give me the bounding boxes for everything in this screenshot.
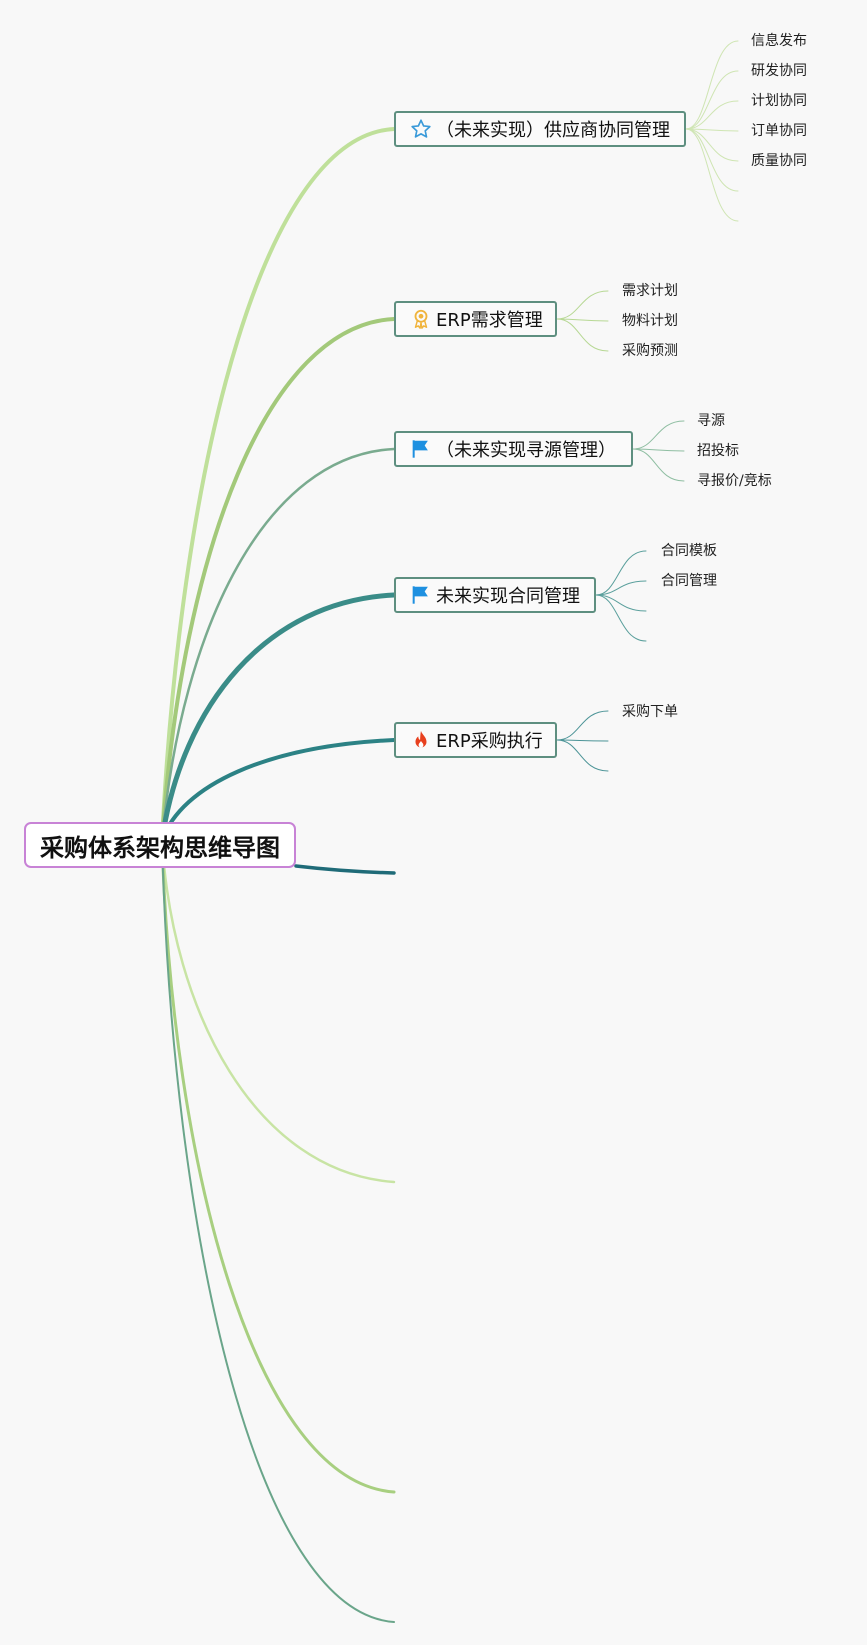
leaf-connector [685, 100, 739, 130]
branch-connector [160, 317, 396, 842]
leaf-connector [595, 594, 647, 612]
branch-connector [160, 838, 396, 1494]
leaf-item[interactable]: 招投标 [697, 443, 739, 459]
leaf-connector [632, 448, 685, 452]
flag-icon [410, 438, 432, 460]
leaf-connector [556, 710, 609, 741]
fire-icon [410, 729, 432, 751]
leaf-item[interactable]: 合同模板 [661, 543, 717, 559]
branch-label: （未来实现）供应商协同管理 [436, 120, 670, 141]
branch-connector [161, 839, 395, 1623]
leaf-item[interactable]: 研发协同 [751, 63, 807, 79]
leaf-connector [685, 40, 739, 130]
root-node[interactable]: 采购体系架构思维导图 [24, 822, 296, 868]
leaf-connector [685, 128, 739, 222]
branch-label: 未来实现合同管理 [436, 586, 580, 607]
leaf-item[interactable]: 采购下单 [622, 704, 678, 720]
leaf-item[interactable]: 订单协同 [751, 123, 807, 139]
leaf-connector [595, 594, 647, 642]
leaf-item[interactable]: 信息发布 [751, 33, 807, 49]
leaf-connector [685, 128, 739, 192]
award-icon [410, 308, 432, 330]
branch-sourcing[interactable]: （未来实现寻源管理） [394, 431, 633, 467]
leaf-item[interactable]: 物料计划 [622, 313, 678, 329]
branch-erp-purchase-execution[interactable]: ERP采购执行 [394, 722, 557, 758]
flag-icon [410, 584, 432, 606]
leaf-connector [556, 739, 609, 742]
branch-connector [160, 447, 396, 842]
leaf-item[interactable]: 寻报价/竞标 [697, 473, 772, 489]
branch-erp-demand[interactable]: ERP需求管理 [394, 301, 557, 337]
branch-connector [294, 864, 396, 875]
branch-connector [160, 127, 396, 842]
branch-connector [160, 738, 396, 842]
leaf-connector [632, 448, 685, 482]
root-label: 采购体系架构思维导图 [40, 833, 280, 862]
leaf-item[interactable]: 需求计划 [622, 283, 678, 299]
leaf-connector [556, 318, 609, 322]
leaf-connector [556, 290, 609, 320]
leaf-connector [556, 739, 609, 772]
branch-contract[interactable]: 未来实现合同管理 [394, 577, 596, 613]
leaf-item[interactable]: 质量协同 [751, 153, 807, 169]
branch-connector [159, 592, 397, 843]
leaf-connector [595, 550, 647, 596]
leaf-connector [556, 318, 609, 352]
branch-connector [160, 838, 396, 1184]
branch-label: ERP采购执行 [436, 731, 543, 752]
star-icon [410, 118, 432, 140]
leaf-connector [685, 128, 739, 162]
leaf-item[interactable]: 采购预测 [622, 343, 678, 359]
leaf-item[interactable]: 计划协同 [751, 93, 807, 109]
leaf-connector [685, 70, 739, 130]
branch-supplier-collaboration[interactable]: （未来实现）供应商协同管理 [394, 111, 686, 147]
leaf-item[interactable]: 寻源 [697, 413, 725, 429]
leaf-connector [685, 128, 739, 132]
leaf-item[interactable]: 合同管理 [661, 573, 717, 589]
branch-label: ERP需求管理 [436, 310, 543, 331]
branch-label: （未来实现寻源管理） [436, 440, 616, 461]
leaf-connector [595, 580, 647, 596]
leaf-connector [632, 420, 685, 450]
